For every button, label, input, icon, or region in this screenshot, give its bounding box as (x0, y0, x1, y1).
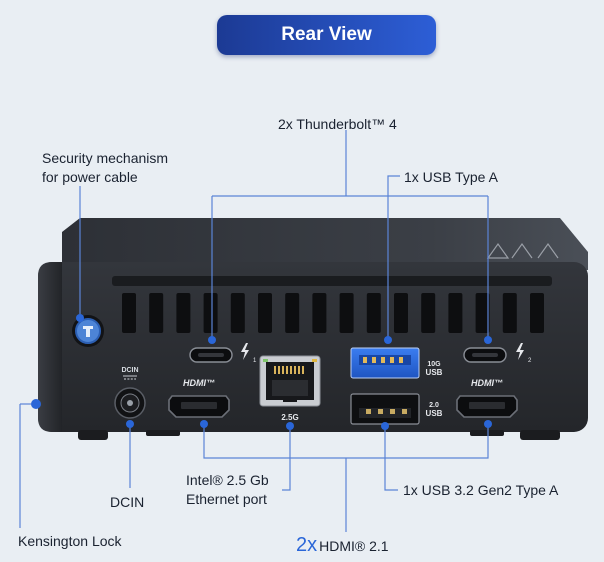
vent-slot (149, 293, 164, 333)
vent-slot (258, 293, 272, 333)
security-callout-line2: for power cable (42, 169, 138, 185)
dcin-callout: DCIN (110, 494, 145, 510)
hdmi-count: 2x (296, 534, 318, 556)
callout-lines (19, 130, 489, 532)
hdmi-port-left: HDMI™ (168, 378, 230, 418)
vent-slot (502, 293, 517, 333)
vent-slot (448, 293, 463, 333)
ethernet-speed-label: 2.5G (281, 413, 298, 422)
vent-slot (285, 293, 300, 333)
ethernet-callout-line2: Ethernet port (186, 491, 267, 507)
vent-slot (312, 293, 327, 333)
lid-seam (112, 276, 552, 286)
hdmi-left-panel-label: HDMI™ (183, 378, 215, 388)
ethernet-callout-line1: Intel® 2.5 Gb (186, 472, 269, 488)
vent-slot (475, 293, 490, 333)
thunderbolt-callout: 2x Thunderbolt™ 4 (278, 116, 397, 132)
vent-slot (122, 293, 136, 333)
usb-10g-port: 10G USB (350, 347, 443, 379)
vent-slot (176, 293, 191, 333)
usb10-speed-label: 10G (427, 361, 441, 368)
tb1-index-label: 1 (253, 358, 257, 364)
vent-slot (394, 293, 408, 333)
security-callout-line1: Security mechanism (42, 150, 169, 166)
brand-logo (486, 242, 559, 259)
power-plug-icon (83, 326, 93, 337)
thunderbolt-icon (516, 343, 524, 360)
hdmi-label: HDMI® 2.1 (319, 538, 389, 554)
thunderbolt-icon (241, 343, 249, 360)
vent-slot (339, 293, 354, 333)
chassis-left-edge (38, 262, 62, 432)
usb10-type-label: USB (426, 368, 443, 377)
security-mechanism (72, 315, 104, 347)
kensington-callout: Kensington Lock (18, 533, 122, 549)
vent-slot (366, 293, 381, 333)
chassis-feet (78, 430, 560, 440)
thunderbolt-port-2: 2 (463, 343, 532, 364)
usb-a-callout: 1x USB Type A (404, 169, 498, 185)
usb20-type-label: USB (426, 409, 443, 418)
ethernet-port: 2.5G (259, 355, 321, 422)
dcin-panel-label: DCIN (121, 367, 138, 374)
vent-slot (230, 293, 245, 333)
ground-symbol-icon (123, 375, 137, 380)
vent-grille (122, 293, 544, 333)
tb2-index-label: 2 (528, 358, 532, 364)
callout-dots (31, 314, 492, 430)
usb32-callout: 1x USB 3.2 Gen2 Type A (403, 482, 559, 498)
vent-slot (203, 293, 218, 333)
hdmi-port-right: HDMI™ (456, 378, 518, 418)
vent-slot (421, 293, 436, 333)
usb20-speed-label: 2.0 (429, 402, 439, 409)
hdmi-right-panel-label: HDMI™ (471, 378, 503, 388)
chassis-top (62, 218, 588, 270)
dcin-port: DCIN (114, 367, 146, 419)
rear-view-title: Rear View (217, 15, 436, 55)
vent-slot (530, 293, 544, 333)
hdmi-callout: 2x HDMI® 2.1 (296, 535, 389, 556)
thunderbolt-port-1: 1 (189, 343, 257, 364)
